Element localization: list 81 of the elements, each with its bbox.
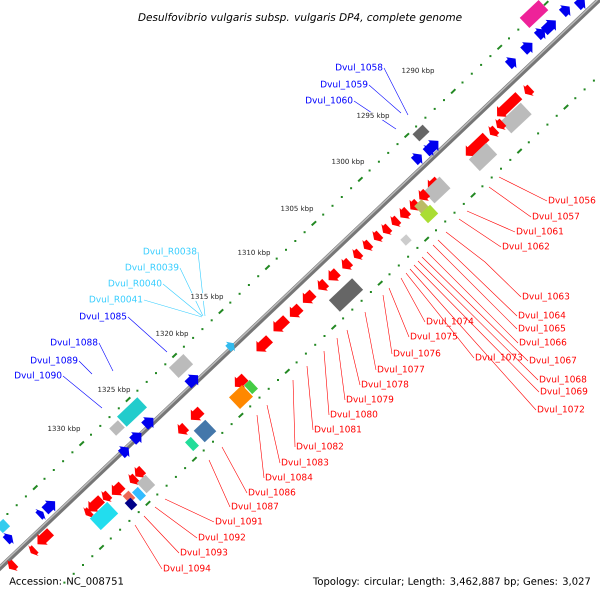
leader-line xyxy=(458,218,502,248)
leader-line xyxy=(324,350,330,416)
leader-line xyxy=(364,312,376,370)
leader-line xyxy=(222,446,248,494)
gene-label: Dvul_1062 xyxy=(502,242,549,252)
gene-label: Dvul_1058 xyxy=(336,64,382,72)
gene-label: Dvul_1088 xyxy=(51,338,98,348)
gene-label: Dvul_1076 xyxy=(394,350,440,358)
leader-line xyxy=(466,210,516,232)
leader-line xyxy=(62,376,102,408)
genome-info-text: Topology: circular; Length: 3,462,887 bp; Genes: 3,027 xyxy=(312,577,590,587)
leader-line xyxy=(154,506,198,538)
gene-label: Dvul_1056 xyxy=(548,196,596,206)
leader-line xyxy=(134,524,162,570)
gene-label: Dvul_1087 xyxy=(232,502,278,512)
leader-line xyxy=(78,360,92,374)
leader-line xyxy=(128,316,168,352)
leader-line xyxy=(432,244,518,330)
accession-text: Accession: NC_008751 xyxy=(9,577,123,587)
gene-label: Dvul_1079 xyxy=(346,396,394,404)
leader-line xyxy=(336,338,346,400)
gene-label: Dvul_1061 xyxy=(516,228,564,236)
gene-label: Dvul_R0040 xyxy=(108,280,162,288)
gene-label: Dvul_1066 xyxy=(520,338,566,348)
gene-label: Dvul_1080 xyxy=(330,410,378,420)
gene-label: Dvul_1068 xyxy=(540,376,586,384)
gene-label: Dvul_1081 xyxy=(314,426,362,434)
gene-label: Dvul_1083 xyxy=(282,458,328,468)
gene-label: Dvul_1093 xyxy=(180,548,228,558)
gene-label: Dvul_1057 xyxy=(532,212,580,222)
leader-line xyxy=(368,84,402,114)
leader-line xyxy=(498,176,548,202)
gene-label: Dvul_1092 xyxy=(198,534,245,542)
gene-label: Dvul_1060 xyxy=(306,96,352,106)
gene-label: Dvul_1075 xyxy=(410,332,458,342)
leader-line xyxy=(384,68,408,116)
leader-line xyxy=(414,264,540,392)
leader-line xyxy=(400,278,426,322)
gene-label: Dvul_1078 xyxy=(362,380,408,390)
gene-label: Dvul_1063 xyxy=(522,292,570,302)
gene-label: Dvul_1059 xyxy=(321,80,368,90)
gene-label: Dvul_1090 xyxy=(15,372,62,380)
gene-label: Dvul_1082 xyxy=(296,442,343,452)
leader-line xyxy=(162,284,202,316)
leader-line xyxy=(446,232,522,298)
gene-label: Dvul_1064 xyxy=(518,312,566,320)
leader-line xyxy=(388,288,410,338)
leader-line xyxy=(426,252,518,344)
leader-line xyxy=(422,256,528,362)
leader-line xyxy=(418,260,538,380)
gene-label: Dvul_R0041 xyxy=(90,296,142,304)
gene-label: Dvul_R0038 xyxy=(144,248,196,256)
gene-label: Dvul_1091 xyxy=(216,518,262,526)
leader-line xyxy=(346,330,360,386)
leader-line xyxy=(98,342,114,372)
gene-label: Dvul_1065 xyxy=(518,324,566,334)
gene-label: Dvul_R0039 xyxy=(126,264,178,272)
leader-line xyxy=(144,300,202,318)
leader-line xyxy=(198,252,206,316)
gene-label: Dvul_1086 xyxy=(248,488,296,498)
gene-label: Dvul_1077 xyxy=(378,366,424,374)
gene-label: Dvul_1094 xyxy=(164,564,210,574)
leader-line xyxy=(406,272,474,358)
leader-line xyxy=(144,516,180,554)
gene-label: Dvul_1069 xyxy=(540,388,588,396)
leader-line xyxy=(488,186,532,218)
gene-label: Dvul_1089 xyxy=(31,356,78,366)
leader-line xyxy=(292,380,296,448)
gene-label: Dvul_1072 xyxy=(538,406,584,414)
leader-line xyxy=(438,240,518,316)
leader-line xyxy=(306,366,314,430)
leader-line xyxy=(266,404,280,464)
leader-line xyxy=(256,414,264,478)
leader-line xyxy=(164,498,214,522)
title: Desulfovibrio vulgaris subsp. vulgaris DP4, complete genome xyxy=(138,12,462,24)
leader-line xyxy=(410,268,536,410)
gene-label: Dvul_1084 xyxy=(266,474,312,482)
gene-label: Dvul_1067 xyxy=(530,356,576,366)
gene-label: Dvul_1085 xyxy=(80,312,126,322)
leader-line xyxy=(208,460,230,508)
leader-line xyxy=(382,294,392,354)
